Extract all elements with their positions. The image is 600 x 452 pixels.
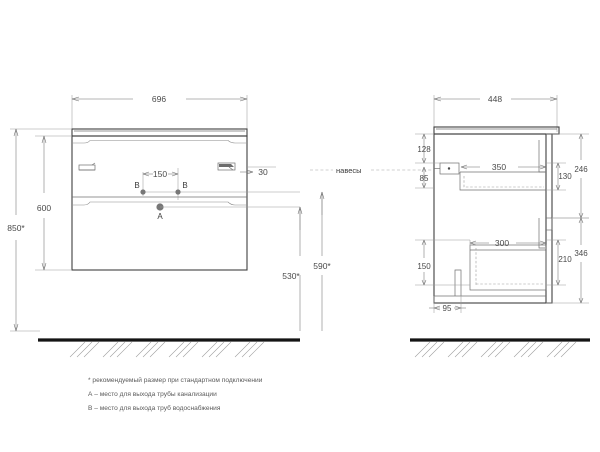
dim-128: 128 <box>417 145 431 154</box>
callout-hangers: навесы <box>336 166 362 175</box>
lower-hanger-bracket <box>538 218 545 249</box>
side-countertop <box>433 126 560 135</box>
dim-350-arrow-left <box>460 164 468 170</box>
dim-height-530: 530* <box>282 271 300 281</box>
dim-300: 300 <box>495 238 509 248</box>
dim-85-arrow-top <box>421 166 427 173</box>
dim-130-arrow-bottom <box>555 184 561 191</box>
lower-drawer-body <box>469 244 547 291</box>
dim-height-600: 600 <box>37 203 51 213</box>
dim-246: 246 <box>574 165 588 174</box>
dim-346-arrow-bottom <box>578 297 584 304</box>
dim-246-arrow-top <box>578 133 584 140</box>
dim-85: 85 <box>420 174 429 183</box>
dim-210-arrow-top <box>555 239 561 246</box>
dim-346: 346 <box>574 249 588 258</box>
dim-600-arrow-top <box>41 135 47 144</box>
dim-depth-448: 448 <box>488 94 502 104</box>
note-line-1: * рекомендуемый размер при стандартном п… <box>88 376 263 384</box>
left-bracket-symbol <box>78 162 96 171</box>
side-arrow-right <box>549 96 558 102</box>
dim-130-arrow-top <box>555 162 561 169</box>
dim-95: 95 <box>443 304 452 313</box>
note-line-2: А – место для выхода трубы канализации <box>88 390 217 398</box>
countertop <box>71 128 248 137</box>
dim-128-arrow-top <box>421 133 427 140</box>
right-bracket-symbol <box>217 162 236 171</box>
dim-95-arrow-left <box>433 305 441 311</box>
side-floor-hatch <box>414 341 577 358</box>
dim-130: 130 <box>558 172 572 181</box>
front-floor-hatch <box>69 341 265 358</box>
upper-drawer-hidden <box>463 176 544 188</box>
dim-150-side: 150 <box>417 262 431 271</box>
outlet-box-symbol <box>434 162 460 175</box>
dim-850-arrow-bottom <box>13 323 19 332</box>
front-arrow-right <box>239 96 248 102</box>
dim-150-arrow-left <box>142 171 150 177</box>
dim-350-arrow-right <box>539 164 547 170</box>
side-arrow-left <box>433 96 442 102</box>
dim-85-arrow-bottom <box>421 182 427 189</box>
label-b-left: B <box>134 181 139 190</box>
toe-kick-profile <box>454 269 462 296</box>
dim-300-arrow-left <box>469 240 477 246</box>
dim-150s-arrow-top <box>421 239 427 246</box>
notes-block: * рекомендуемый размер при стандартном п… <box>88 376 263 412</box>
dim-30-arrow <box>246 169 254 175</box>
dim-350: 350 <box>492 162 506 172</box>
dim-600-arrow-bottom <box>41 262 47 271</box>
cabinet-body <box>71 135 248 271</box>
dim-530-arrow-top <box>297 206 303 215</box>
label-b-right: B <box>182 181 187 190</box>
hangers-callout: навесы <box>310 166 432 175</box>
dim-95-arrow-right <box>454 305 462 311</box>
dim-width-696: 696 <box>152 94 166 104</box>
dim-850-arrow-top <box>13 128 19 137</box>
upper-drawer-handle-profile <box>73 140 246 144</box>
dim-150s-arrow-bottom <box>421 279 427 286</box>
lower-drawer-handle-profile <box>73 201 246 206</box>
dim-128-arrow-bottom <box>421 157 427 164</box>
dim-150-arrow-right <box>171 171 179 177</box>
dim-246-arrow-bottom <box>578 212 584 219</box>
label-a: A <box>157 212 163 221</box>
dim-offset-30: 30 <box>258 167 268 177</box>
dim-spacing-150: 150 <box>153 169 167 179</box>
front-view-group: 696 <box>7 94 331 358</box>
front-arrow-left <box>71 96 80 102</box>
note-line-3: В – место для выхода труб водоснабжения <box>88 404 221 412</box>
upper-drawer-body <box>459 172 546 191</box>
dim-height-590: 590* <box>313 261 331 271</box>
side-view-group: 448 <box>410 94 590 358</box>
dim-height-850: 850* <box>7 223 25 233</box>
dim-346-arrow-top <box>578 217 584 224</box>
dim-210-arrow-bottom <box>555 279 561 286</box>
dim-590-arrow-top <box>319 191 325 200</box>
point-b-right <box>175 189 181 195</box>
dim-210: 210 <box>558 255 572 264</box>
side-cabinet-body <box>433 133 553 304</box>
point-b-left <box>140 189 146 195</box>
dim-300-arrow-right <box>539 240 547 246</box>
